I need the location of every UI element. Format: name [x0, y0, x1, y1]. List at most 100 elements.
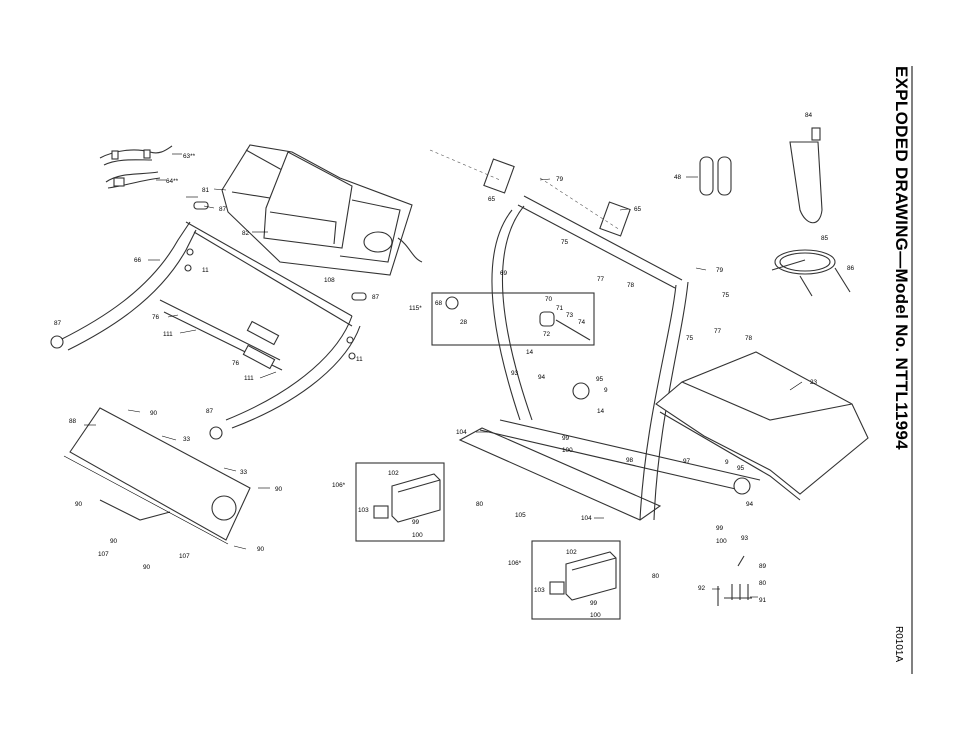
callout-11-a: 11	[202, 267, 209, 274]
callout-100-b: 100	[412, 532, 423, 539]
callout-80-b: 80	[652, 573, 660, 580]
callout-80-c: 80	[759, 580, 767, 587]
callout-100-c: 100	[716, 538, 727, 545]
callout-99-b: 99	[412, 519, 420, 526]
callout-69: 69	[500, 270, 508, 277]
callout-103-a: 103	[358, 507, 369, 514]
handrail-frame-group	[50, 221, 361, 440]
callout-90-d: 90	[110, 538, 118, 545]
callout-105: 105	[515, 512, 526, 519]
motor-hood-group	[193, 144, 423, 301]
callout-77-a: 77	[597, 276, 605, 283]
callout-90-c: 90	[75, 501, 83, 508]
callout-74: 74	[578, 319, 586, 326]
callout-104-b: 104	[581, 515, 592, 522]
callout-73: 73	[566, 312, 574, 319]
callout-11-b: 11	[356, 356, 363, 363]
callout-107-a: 107	[98, 551, 109, 558]
dumbbell-group	[699, 156, 732, 196]
callout-90-a: 90	[150, 410, 158, 417]
callout-115: 115*	[409, 305, 422, 312]
callout-102-b: 102	[566, 549, 577, 556]
callout-95-b: 95	[737, 465, 745, 472]
callout-111-a: 111	[163, 331, 173, 338]
callout-labels: 63** 64** 81 87 82 108 87 66 11 76 111 8…	[54, 112, 855, 619]
callout-65-a: 65	[488, 196, 496, 203]
callout-92: 92	[698, 585, 706, 592]
wire-harness-group	[99, 145, 182, 189]
callout-108: 108	[324, 277, 335, 284]
callout-87-d: 87	[206, 408, 214, 415]
callout-102-a: 102	[388, 470, 399, 477]
callout-78-a: 78	[627, 282, 635, 289]
callout-box-106-left	[355, 462, 445, 542]
callout-78-b: 78	[745, 335, 753, 342]
callout-87-c: 87	[54, 320, 62, 327]
callout-75-a: 75	[561, 239, 569, 246]
callout-111-b: 111	[244, 375, 254, 382]
upright-frame-group	[429, 149, 761, 521]
callout-88: 88	[69, 418, 77, 425]
callout-90-e: 90	[143, 564, 151, 571]
callout-77-b: 77	[714, 328, 722, 335]
cable-85-group	[771, 249, 851, 297]
callout-99-a: 99	[562, 435, 570, 442]
callout-85: 85	[821, 235, 829, 242]
drawing-title: EXPLODED DRAWING—Model No. NTTL11994	[892, 66, 911, 450]
callout-94-b: 94	[746, 501, 754, 508]
callout-84: 84	[805, 112, 813, 119]
callout-71: 71	[556, 305, 564, 312]
callout-66: 66	[134, 257, 142, 264]
callout-93-b: 93	[741, 535, 749, 542]
callout-97: 97	[683, 458, 691, 465]
callout-93-a: 93	[511, 370, 519, 377]
callout-87-a: 87	[219, 206, 227, 213]
callout-9-a: 9	[604, 387, 608, 394]
callout-107-b: 107	[179, 553, 190, 560]
deck-group	[655, 351, 869, 501]
callout-106-a: 106*	[332, 482, 346, 489]
callout-94-a: 94	[538, 374, 546, 381]
callout-14-a: 14	[526, 349, 534, 356]
drawing-code: R0101A	[893, 626, 904, 662]
callout-86: 86	[847, 265, 855, 272]
callout-33-b: 33	[240, 469, 248, 476]
callout-98: 98	[626, 457, 634, 464]
callout-48: 48	[674, 174, 682, 181]
callout-87-b: 87	[372, 294, 380, 301]
callout-103-b: 103	[534, 587, 545, 594]
callout-89: 89	[759, 563, 767, 570]
callout-76-a: 76	[152, 314, 160, 321]
callout-64: 64**	[166, 178, 179, 185]
strap-84-group	[789, 127, 823, 224]
callout-95-a: 95	[596, 376, 604, 383]
callout-63: 63**	[183, 153, 196, 160]
callout-72: 72	[543, 331, 551, 338]
callout-14-b: 14	[597, 408, 605, 415]
callout-106-b: 106*	[508, 560, 522, 567]
callout-65-b: 65	[634, 206, 642, 213]
callout-91: 91	[759, 597, 767, 604]
callout-80-a: 80	[476, 501, 484, 508]
callout-79-b: 79	[716, 267, 724, 274]
leader-lines	[84, 176, 803, 598]
callout-box-106-right	[531, 540, 621, 620]
callout-23: 23	[810, 379, 818, 386]
callout-99-c: 99	[716, 525, 724, 532]
callout-76-b: 76	[232, 360, 240, 367]
callout-104-a: 104	[456, 429, 467, 436]
callout-28: 28	[460, 319, 468, 326]
callout-70: 70	[545, 296, 553, 303]
callout-100-d: 100	[590, 612, 601, 619]
callout-81: 81	[202, 187, 210, 194]
base-pan-group	[63, 407, 251, 545]
callout-33-a: 33	[183, 436, 191, 443]
callout-75-b: 75	[722, 292, 730, 299]
callout-box-115	[431, 292, 595, 346]
callout-75-c: 75	[686, 335, 694, 342]
callout-9-b: 9	[725, 459, 729, 466]
callout-90-b: 90	[275, 486, 283, 493]
callout-99-d: 99	[590, 600, 598, 607]
callout-68: 68	[435, 300, 443, 307]
